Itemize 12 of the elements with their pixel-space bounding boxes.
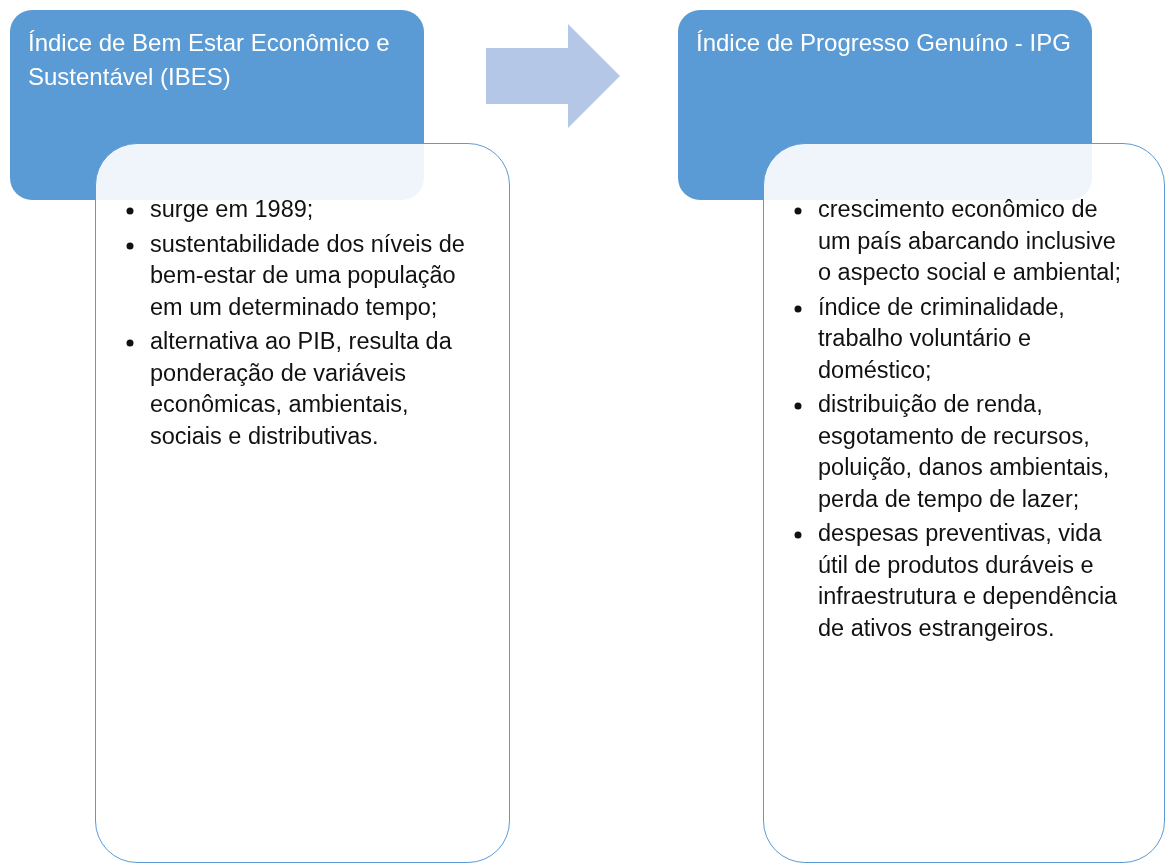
text-card [763, 143, 1165, 863]
bullet-text: alternativa ao PIB, resulta da ponderação de variáveis econômicas, ambientais, sociais e distributivas. [150, 328, 452, 449]
block-arrow [486, 24, 620, 128]
bullet-text: despesas preventivas, vida útil de produtos duráveis e infraestrutura e dependência de ativos estrangeiros. [818, 520, 1118, 641]
text-card [95, 143, 510, 863]
bullet-text: sustentabilidade dos níveis de bem-estar de uma população em um determinado tempo; [150, 230, 465, 320]
bullet-text: índice de criminalidade, trabalho voluntário e doméstico; [818, 293, 1065, 383]
bullet-text: distribuição de renda, esgotamento de recursos, poluição, danos ambientais, perda de tempo de lazer; [818, 391, 1110, 512]
bullet-text: surge em 1989; [150, 196, 314, 222]
heading-text: Índice de Bem Estar Econômico e Sustentável (IBES) [28, 28, 391, 92]
bullet-text: crescimento econômico de um país abarcando inclusive o aspecto social e ambiental; [818, 196, 1122, 285]
heading-text: Índice de Progresso Genuíno - IPG [696, 28, 1072, 58]
